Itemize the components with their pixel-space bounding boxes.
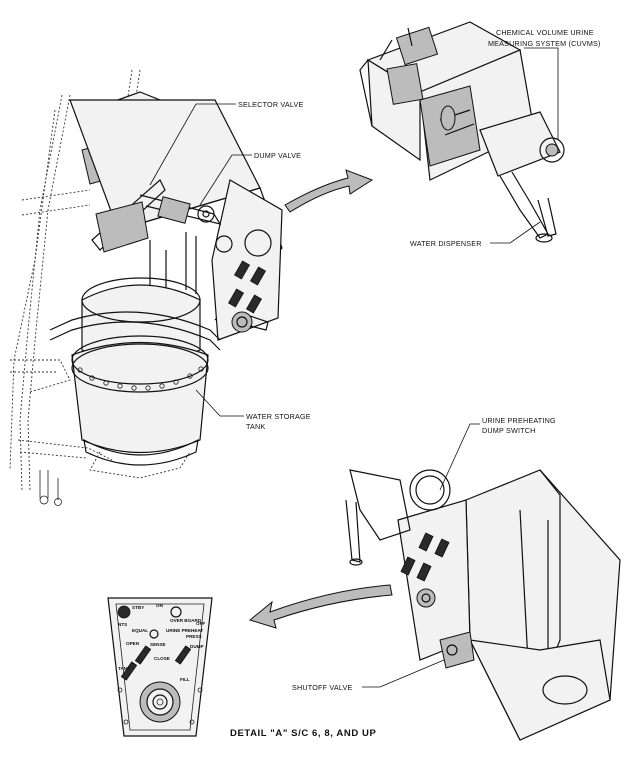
marking-off: OFF (196, 621, 205, 626)
main-assembly (9, 69, 374, 506)
marking-urine-prime: URINE PREHEAT (166, 628, 203, 633)
panel-indicator-light (117, 605, 131, 619)
marking-open: OPEN (126, 641, 140, 646)
marking-dump: DUMP (190, 644, 204, 649)
marking-on: ON (156, 603, 164, 608)
label-water-storage-tank-line1: WATER STORAGE (246, 412, 311, 421)
label-selector-valve: SELECTOR VALVE (238, 100, 304, 109)
label-shutoff-valve: SHUTOFF VALVE (292, 683, 353, 692)
marking-over-board: OVER BOARD (170, 618, 202, 623)
label-water-storage-tank-line2: TANK (246, 422, 265, 431)
marking-stby: STBY (132, 605, 144, 610)
leader-lines (149, 47, 559, 688)
panel-side-view (248, 469, 621, 741)
panel-toggle-3 (120, 661, 138, 681)
marking-press: PRESS (186, 634, 202, 639)
detail-caption: DETAIL "A" S/C 6, 8, AND UP (230, 728, 377, 739)
housing (69, 99, 283, 341)
arrow-to-dispenser-detail (284, 169, 374, 213)
arrow-to-panel-detail (248, 584, 393, 629)
panel-toggle-2 (174, 645, 192, 665)
cuvms-detail-view (359, 21, 565, 243)
label-water-dispenser: WATER DISPENSER (410, 239, 482, 248)
marking-fill: FILL (180, 677, 190, 682)
detail-a-panel: STBY ON OVER BOARD OFF NTS EQUAL PRESS U… (107, 597, 213, 737)
label-cuvms-line1: CHEMICAL VOLUME URINE (496, 28, 594, 37)
marking-close: CLOSE (154, 656, 170, 661)
label-urine-preheating-line2: DUMP SWITCH (482, 426, 536, 435)
marking-nts: NTS (118, 622, 127, 627)
marking-equal: EQUAL (132, 628, 148, 633)
marking-sense: SENSE (150, 642, 166, 647)
water-storage-tank (49, 277, 221, 479)
label-cuvms-line2: MEASURING SYSTEM (CUVMS) (488, 39, 601, 48)
panel-toggle-1 (134, 645, 152, 665)
label-urine-preheating-line1: URINE PREHEATING (482, 416, 556, 425)
callouts: SELECTOR VALVE DUMP VALVE WATER STORAGE … (230, 28, 601, 739)
label-dump-valve: DUMP VALVE (254, 151, 301, 160)
marking-tank: TANK (118, 666, 131, 671)
